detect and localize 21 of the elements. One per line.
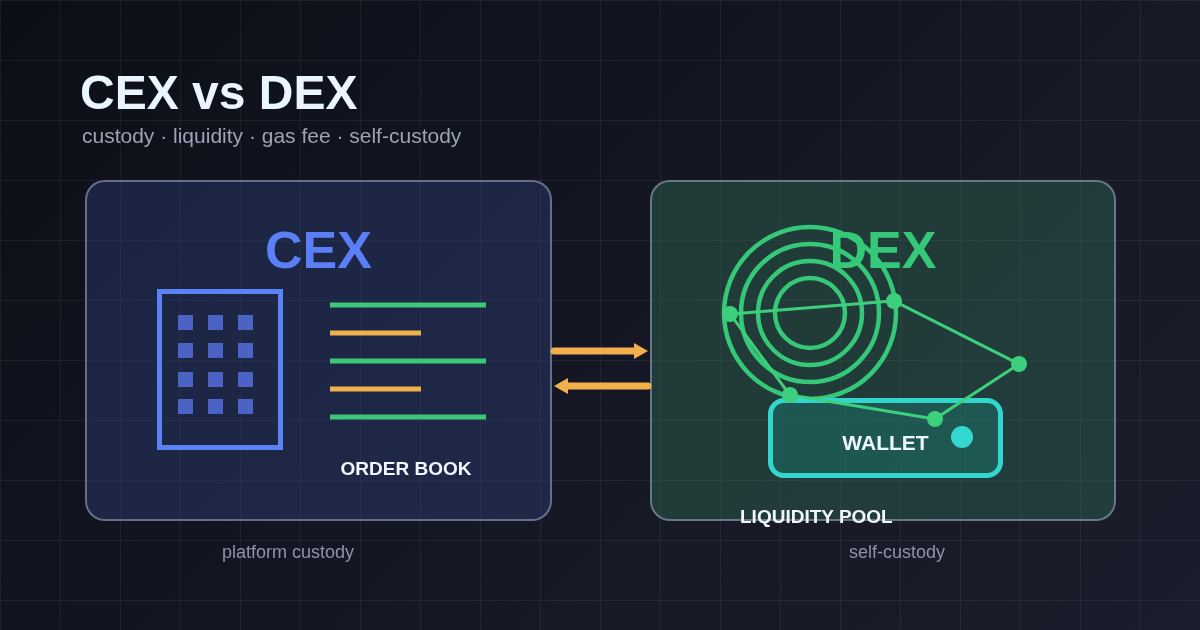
illustration-label: ORDER BOOK — [340, 459, 472, 478]
network-node-dot — [886, 293, 902, 309]
network-node-dot — [1011, 356, 1027, 372]
connector-line — [899, 303, 1014, 362]
arrow — [550, 343, 648, 359]
connector-line — [736, 300, 888, 315]
wallet-card — [768, 398, 1003, 478]
connector-line — [796, 394, 929, 420]
arrow — [554, 378, 652, 394]
network-node-dot — [927, 411, 943, 427]
illustration-label: LIQUIDITY POOL — [740, 507, 893, 526]
subtitle: custody · liquidity · gas fee · self-custody — [82, 125, 462, 146]
panel-caption: platform custody — [221, 543, 355, 561]
title: CEX vs DEX — [80, 69, 358, 117]
wallet-label: WALLET — [842, 432, 929, 453]
panel-caption: self-custody — [849, 543, 945, 561]
network-node-dot — [722, 306, 738, 322]
connector-line — [733, 318, 787, 391]
panel-heading: CEX — [265, 224, 372, 276]
connector-line — [940, 366, 1014, 417]
network-node-dot — [782, 387, 798, 403]
